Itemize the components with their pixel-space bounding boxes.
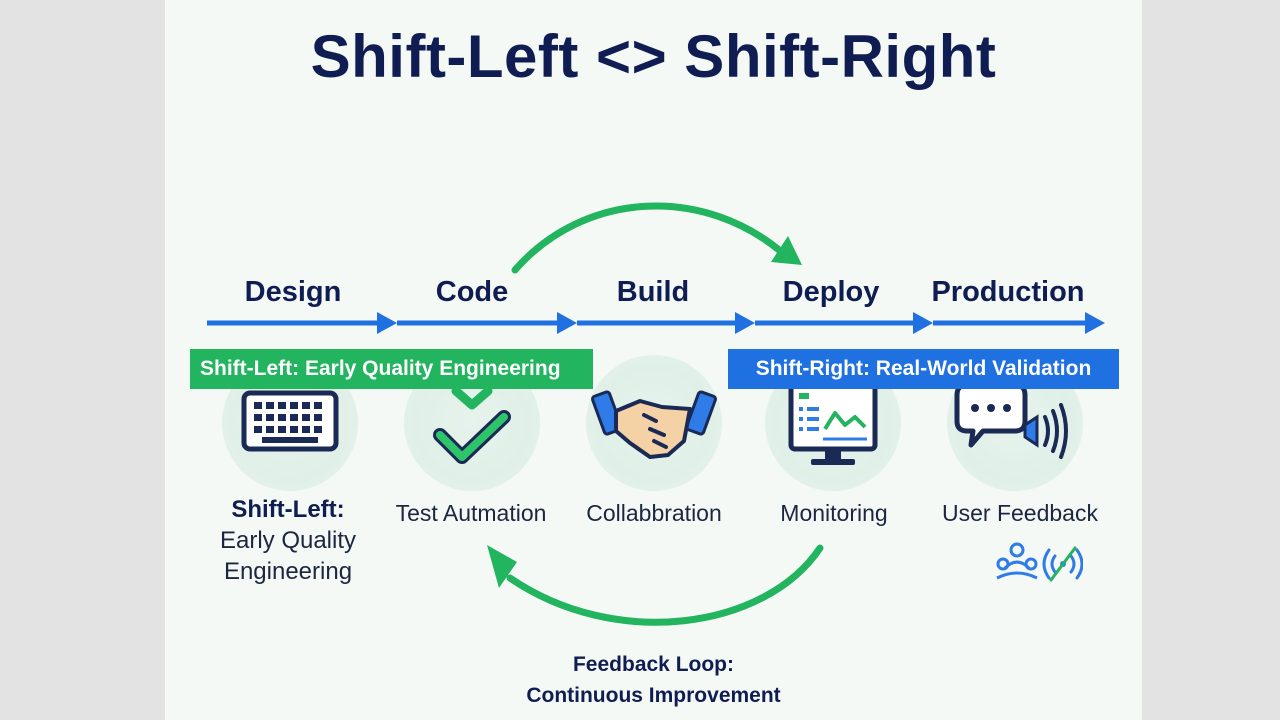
timeline-arrowhead xyxy=(913,312,933,334)
practice-label-collaboration: Collabbration xyxy=(586,500,722,526)
practice-label-monitoring: Monitoring xyxy=(780,500,888,526)
feedback-arc-arrow xyxy=(506,544,824,626)
stage-code: Code xyxy=(435,276,509,308)
stage-deploy: Deploy xyxy=(782,276,880,308)
practice-label-early-quality: Shift-Left: Early Quality Engineering xyxy=(193,494,383,587)
practice-label-line: Engineering xyxy=(223,558,353,585)
timeline-arrowhead xyxy=(377,312,397,334)
timeline-arrowhead xyxy=(735,312,755,334)
users-signal-icon xyxy=(996,542,1083,582)
forward-arc-arrow xyxy=(511,202,789,274)
keyboard-icon xyxy=(241,390,339,452)
feedback-loop-title: Feedback Loop: xyxy=(572,653,735,676)
practice-label-user-feedback: User Feedback xyxy=(942,500,1098,526)
stage-production: Production xyxy=(931,276,1085,308)
feedback-loop-subtitle: Continuous Improvement xyxy=(526,684,781,707)
shift-left-banner: Shift-Left: Early Quality Engineering xyxy=(190,349,593,389)
monitor-dashboard-icon xyxy=(788,382,878,465)
timeline-arrowhead xyxy=(557,312,577,334)
feedback-arc-arrowhead xyxy=(487,545,517,588)
checkmark-icon xyxy=(433,386,511,464)
diagram-canvas: Shift-Left <> Shift-Right Design Code Bu… xyxy=(165,0,1142,720)
arrows-layer xyxy=(207,202,1105,626)
stage-build: Build xyxy=(616,276,690,308)
handshake-icon xyxy=(591,390,717,459)
shift-right-banner: Shift-Right: Real-World Validation xyxy=(728,349,1119,389)
practice-label-test-automation: Test Autmation xyxy=(395,500,547,526)
practice-label-line: Early Quality xyxy=(219,527,357,554)
practice-label-strong: Shift-Left: xyxy=(231,496,345,523)
feedback-loop-caption: Feedback Loop: Continuous Improvement xyxy=(165,649,1142,711)
forward-arc-arrowhead xyxy=(771,236,802,265)
stage-design: Design xyxy=(244,276,342,308)
diagram-title: Shift-Left <> Shift-Right xyxy=(310,23,997,90)
timeline-arrowhead xyxy=(1085,312,1105,334)
